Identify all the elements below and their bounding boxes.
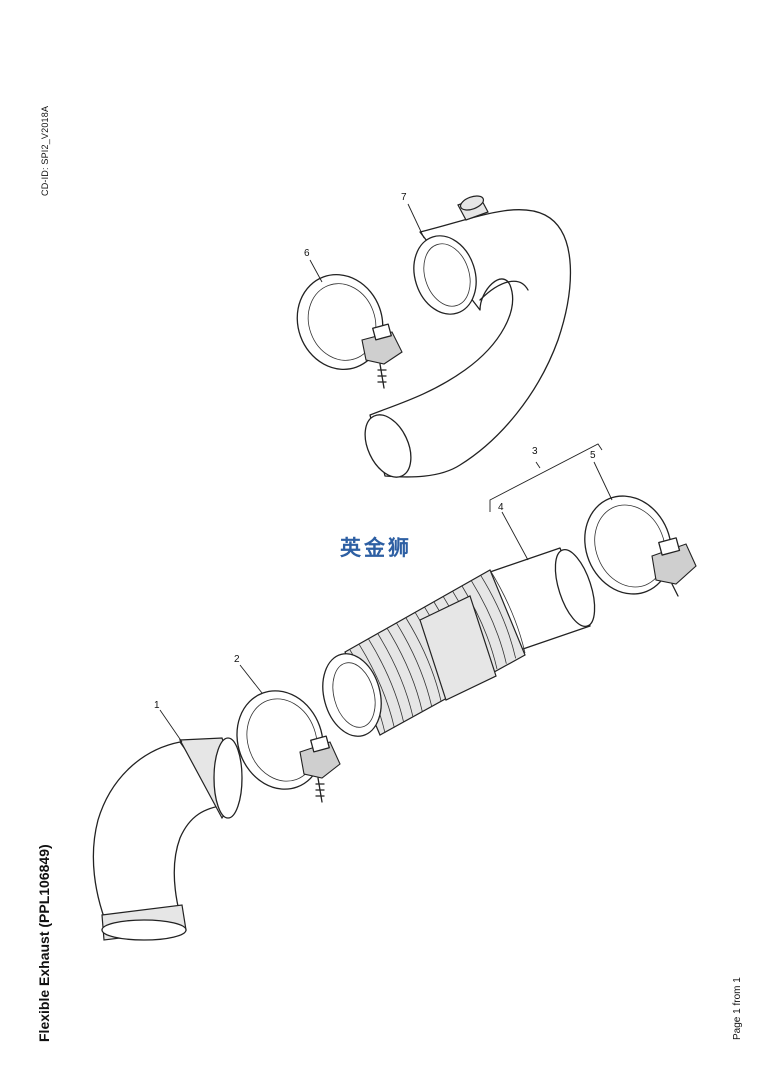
watermark: 英金狮 [340, 536, 412, 560]
bellows-rib [386, 628, 423, 712]
bellows-rib [368, 639, 405, 723]
callout-6: 6 [304, 248, 310, 259]
bellows-rib [470, 580, 507, 664]
callout-1: 1 [154, 700, 160, 711]
callout-5: 5 [590, 450, 596, 461]
part-4-flex-pipe [322, 547, 596, 737]
callout-2: 2 [234, 654, 240, 665]
bellows-rib [396, 623, 433, 707]
bellows-rib [480, 575, 517, 659]
bellows-rib [489, 569, 526, 654]
callout-leaders [159, 203, 613, 743]
callout-3: 3 [532, 446, 538, 457]
bellows-rib [461, 585, 498, 670]
bellows-rib [405, 617, 442, 702]
part-1-elbow [92, 737, 243, 941]
callout-4: 4 [498, 502, 504, 513]
callout-7: 7 [401, 192, 407, 203]
part-5-clamp [584, 495, 697, 597]
part-7-bend-pipe [364, 195, 572, 478]
bellows-rib [358, 644, 395, 728]
bellows-rib [377, 633, 414, 718]
part-6-clamp [296, 274, 403, 389]
part-2-clamp [236, 690, 341, 803]
